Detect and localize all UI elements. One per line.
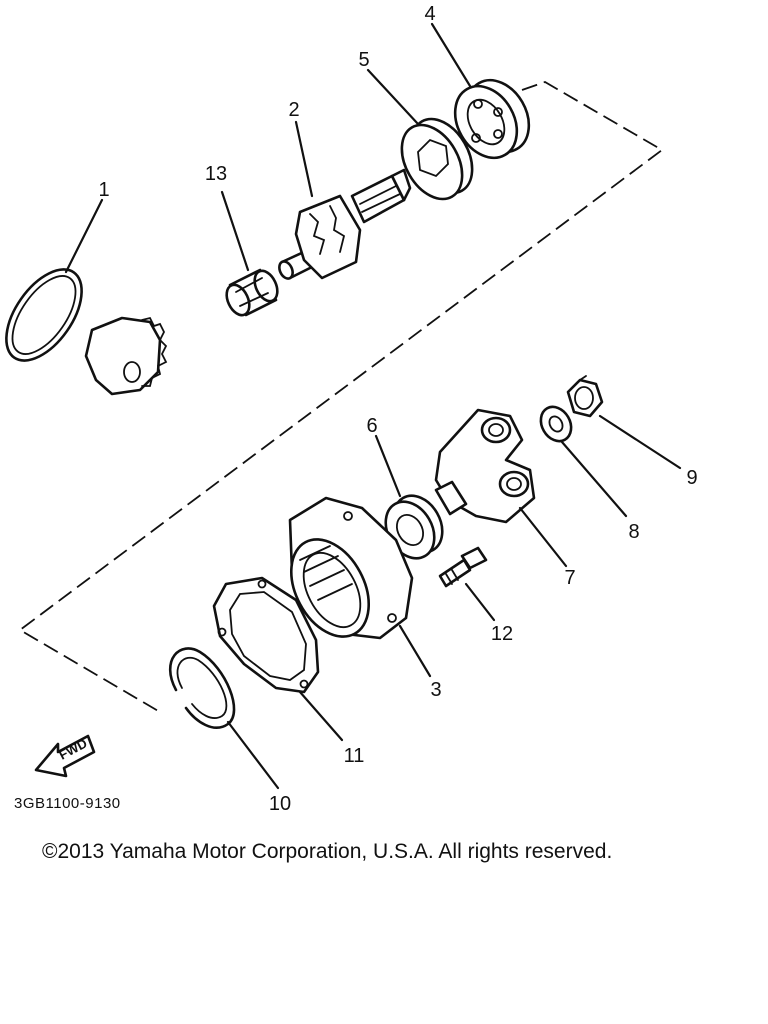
part-gasket-11 (212, 576, 320, 694)
part-washer-8 (539, 405, 573, 443)
leader-2 (294, 120, 314, 198)
callout-8: 8 (628, 521, 639, 543)
part-needle-bearing-13 (225, 268, 279, 317)
callout-1: 1 (98, 179, 109, 201)
leader-11 (298, 690, 344, 742)
callout-11: 11 (344, 745, 365, 767)
leader-8 (560, 440, 628, 518)
leader-10 (226, 720, 280, 790)
callout-12: 12 (491, 623, 513, 645)
part-ball-bearing-4 (453, 78, 531, 160)
drawing-number: 3GB1100-9130 (14, 795, 121, 812)
callout-7: 7 (564, 567, 575, 589)
part-gear-assembly (84, 316, 168, 396)
leader-6 (374, 434, 402, 498)
part-seal-5 (400, 117, 474, 201)
part-o-ring-1 (5, 268, 83, 362)
part-flange-nut-9 (566, 375, 604, 418)
leader-13 (220, 190, 250, 272)
part-flange-bolt-12 (438, 546, 488, 588)
copyright-notice: ©2013 Yamaha Motor Corporation, U.S.A. A… (42, 840, 613, 863)
leader-3 (398, 624, 432, 678)
part-snap-ring-10 (169, 647, 236, 729)
exploded-parts-diagram: FWD 1 2 3 4 5 6 7 8 9 10 11 12 13 3GB110… (5, 3, 698, 815)
part-bearing-housing-3 (288, 496, 414, 640)
callout-5: 5 (358, 49, 369, 71)
leader-12 (464, 582, 496, 622)
fwd-arrow-icon: FWD (34, 734, 96, 778)
callout-3: 3 (430, 679, 441, 701)
callout-9: 9 (686, 467, 697, 489)
callout-13: 13 (205, 163, 227, 185)
callout-2: 2 (288, 99, 299, 121)
leader-5 (366, 68, 420, 126)
leader-9 (598, 414, 682, 470)
leader-1 (64, 198, 104, 274)
part-drive-shaft-2 (278, 168, 412, 280)
leader-4 (430, 22, 472, 88)
leader-7 (518, 506, 568, 568)
assembly-boundary (18, 81, 664, 713)
callout-4: 4 (424, 3, 435, 25)
part-yoke-7 (434, 408, 536, 524)
callout-6: 6 (366, 415, 377, 437)
callout-10: 10 (269, 793, 291, 815)
